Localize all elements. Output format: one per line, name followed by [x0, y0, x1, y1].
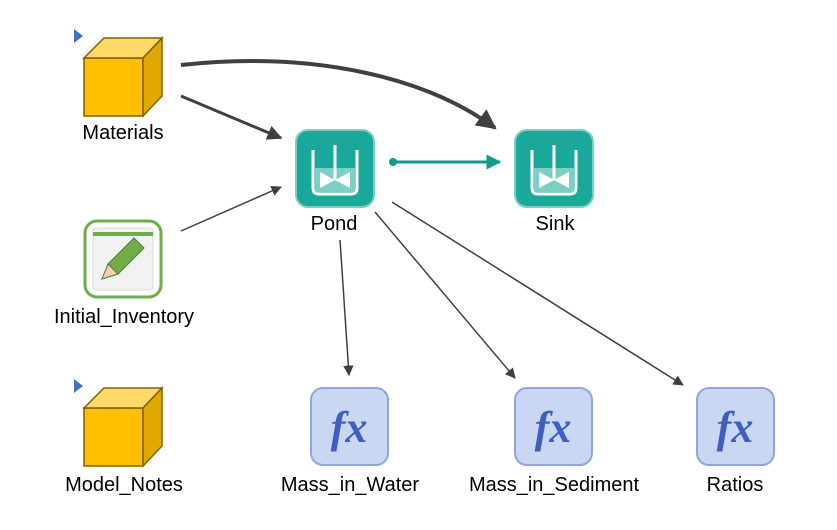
link-pond-to-mass-in-sediment[interactable]	[374, 211, 516, 379]
sink-label: Sink	[535, 213, 575, 235]
ratios-label: Ratios	[706, 474, 764, 496]
mass-in-sediment-label: Mass_in_Sediment	[468, 474, 640, 496]
mass-in-water-label: Mass_in_Water	[280, 474, 420, 496]
pencil-data-icon	[83, 219, 163, 299]
link-pond-to-mass-in-water[interactable]	[339, 239, 354, 377]
materials-node[interactable]	[74, 29, 164, 118]
pond-label: Pond	[310, 213, 358, 235]
fx-icon: fx	[514, 387, 593, 466]
ratios-node[interactable]: fx	[696, 387, 775, 466]
expand-marker-icon[interactable]	[74, 379, 83, 393]
model-notes-label: Model_Notes	[65, 474, 183, 496]
mass-in-water-node[interactable]: fx	[310, 387, 389, 466]
link-initial-inventory-to-pond[interactable]	[180, 186, 282, 232]
link-materials-to-sink[interactable]	[180, 59, 497, 130]
flow-origin-dot	[389, 158, 397, 166]
fx-icon: fx	[696, 387, 775, 466]
container-box-icon	[82, 386, 164, 468]
materials-label: Materials	[82, 122, 164, 144]
mass-in-sediment-node[interactable]: fx	[514, 387, 593, 466]
svg-text:fx: fx	[331, 403, 368, 452]
pond-node[interactable]	[295, 129, 375, 208]
container-box-icon	[82, 36, 164, 118]
reservoir-mixer-icon	[295, 129, 375, 208]
model-notes-node[interactable]	[74, 379, 164, 468]
link-pond-to-ratios[interactable]	[391, 201, 684, 386]
fx-icon: fx	[310, 387, 389, 466]
sink-node[interactable]	[514, 129, 594, 208]
expand-marker-icon[interactable]	[74, 29, 83, 43]
reservoir-mixer-icon	[514, 129, 594, 208]
svg-text:fx: fx	[717, 403, 754, 452]
link-materials-to-pond[interactable]	[180, 94, 283, 140]
initial-inventory-node[interactable]	[83, 219, 163, 299]
initial-inventory-label: Initial_Inventory	[53, 306, 195, 328]
svg-text:fx: fx	[535, 403, 572, 452]
